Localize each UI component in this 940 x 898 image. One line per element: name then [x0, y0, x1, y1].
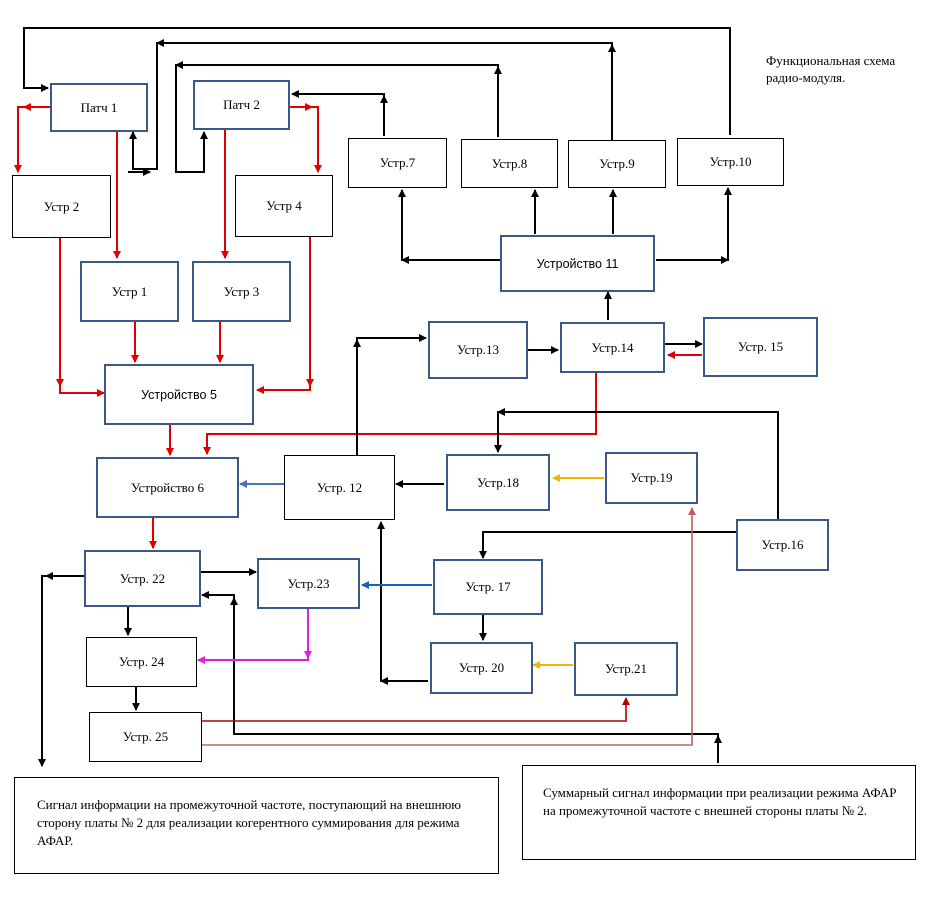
wire-dev23-to-dev24 — [197, 609, 309, 664]
block-dev20: Устр. 20 — [430, 642, 533, 694]
block-dev16: Устр.16 — [736, 519, 829, 571]
block-dev25: Устр. 25 — [89, 712, 202, 762]
block-dev15: Устр. 15 — [703, 317, 818, 377]
block-dev14: Устр.14 — [560, 322, 665, 373]
black-signal-wires — [38, 334, 779, 767]
block-dev19: Устр.19 — [605, 452, 698, 504]
wire-dev2-to-dev5 — [59, 238, 105, 397]
block-dev13: Устр.13 — [428, 321, 528, 379]
wire-dev12-to-dev13 — [356, 334, 427, 455]
wire-dev22-to-left-note — [38, 575, 84, 767]
block-dev17: Устр. 17 — [433, 559, 543, 615]
block-dev21: Устр.21 — [574, 642, 678, 696]
wire-dev16-to-dev17 — [479, 531, 736, 559]
block-dev24: Устр. 24 — [86, 637, 197, 687]
wire-patch1-to-dev2 — [14, 106, 50, 173]
note-left-if-signal: Сигнал информации на промежуточной часто… — [14, 777, 499, 874]
block-dev18: Устр.18 — [446, 454, 550, 511]
wire-patch2-to-dev4 — [290, 106, 322, 173]
diagram-title: Функциональная схема радио-модуля. — [766, 53, 896, 85]
block-dev11: Устройство 11 — [500, 235, 655, 292]
wire-dev14-to-dev6 — [203, 373, 597, 455]
block-dev23: Устр.23 — [257, 558, 360, 609]
wire-dev11-to-dev7 — [398, 189, 500, 261]
wire-dev7-to-patch2 — [291, 90, 385, 136]
wire-dev4-to-dev5 — [256, 237, 311, 394]
block-patch1: Патч 1 — [50, 83, 148, 132]
block-dev10: Устр.10 — [677, 138, 784, 186]
red-signal-wires — [14, 103, 702, 549]
note-right-summary-signal: Суммарный сигнал информации при реализац… — [522, 765, 916, 860]
block-dev6: Устройство 6 — [96, 457, 239, 518]
block-dev4: Устр 4 — [235, 175, 333, 237]
block-dev7: Устр.7 — [348, 138, 447, 188]
wire-dev11-to-dev10 — [656, 187, 732, 261]
wire-dev25-to-dev21 — [202, 697, 630, 722]
block-dev12: Устр. 12 — [284, 455, 395, 520]
wire-dev20-to-dev12 — [377, 521, 428, 682]
dev11-distribution — [398, 187, 732, 320]
block-dev8: Устр.8 — [461, 139, 558, 188]
block-dev9: Устр.9 — [568, 140, 666, 188]
block-dev22: Устр. 22 — [84, 550, 201, 607]
block-dev1: Устр 1 — [80, 261, 179, 322]
wire-dev16-to-dev18 — [494, 411, 779, 519]
wire-dev25-to-dev19 — [202, 507, 696, 746]
block-dev2: Устр 2 — [12, 175, 111, 238]
block-dev5: Устройство 5 — [104, 364, 254, 425]
block-dev3: Устр 3 — [192, 261, 291, 322]
block-patch2: Патч 2 — [193, 80, 290, 130]
